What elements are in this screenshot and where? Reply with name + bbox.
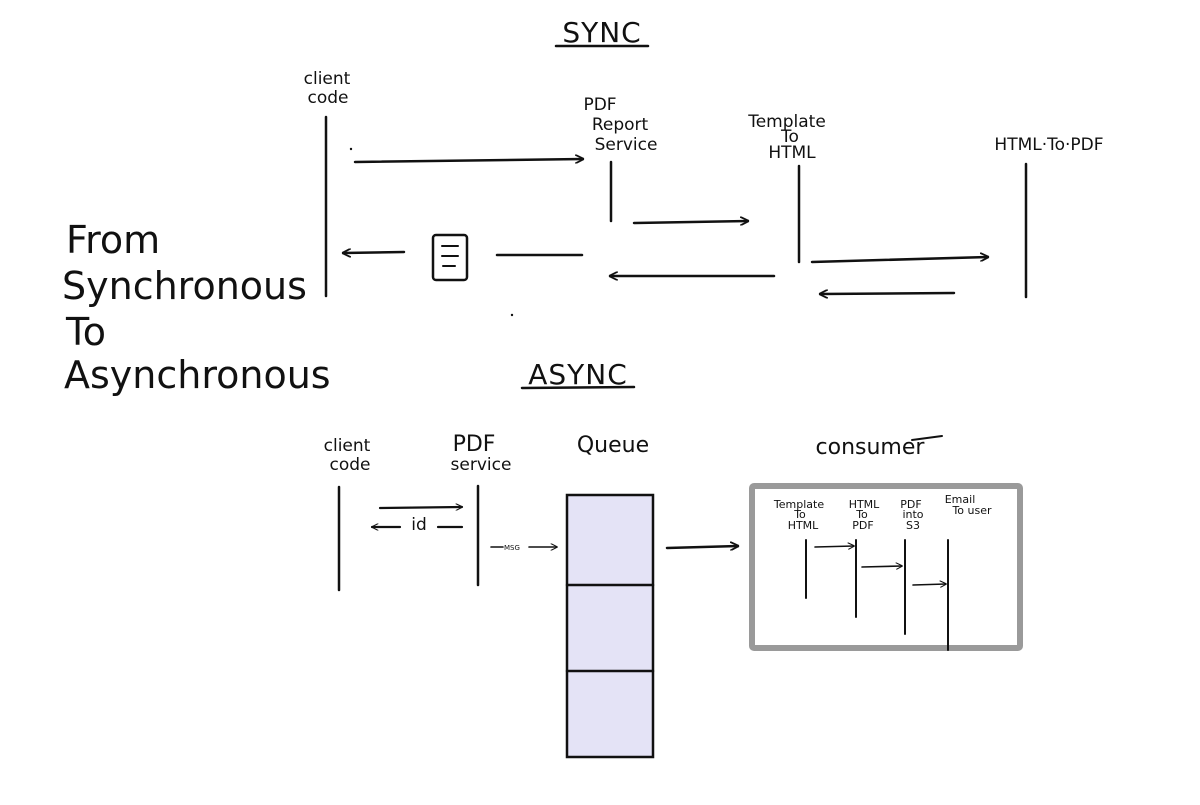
- async-arrow-client-to-service: [378, 507, 464, 508]
- async-arrow-queue-to-consumer: [665, 546, 740, 548]
- consumer-label: consumer: [816, 435, 926, 460]
- svg-text:PDF: PDF: [900, 498, 921, 511]
- svg-text:code: code: [308, 88, 349, 108]
- async-client-code-label: client code: [324, 436, 371, 475]
- svg-text:Asynchronous: Asynchronous: [64, 353, 331, 397]
- sync-pdf-report-service-label: PDF Report Service: [583, 95, 657, 155]
- async-title: ASYNC: [528, 358, 628, 391]
- async-msg-label: MSG: [504, 544, 520, 552]
- async-section: ASYNC client code PDF service id MSG Que…: [324, 358, 1023, 759]
- side-title: From Synchronous To Asynchronous: [62, 218, 331, 397]
- sync-client-code-label: client code: [304, 69, 351, 108]
- async-id-label: id: [411, 515, 427, 535]
- svg-text:PDF: PDF: [852, 519, 873, 532]
- svg-text:Template: Template: [773, 498, 824, 511]
- sync-html-to-pdf-label: HTML·To·PDF: [994, 135, 1103, 155]
- sync-arrow-client-to-service: [353, 159, 585, 162]
- consumer-arrow-3: [912, 584, 946, 585]
- svg-text:Template: Template: [747, 112, 826, 132]
- svg-text:From: From: [66, 218, 160, 262]
- svg-text:Report: Report: [592, 115, 649, 135]
- svg-text:code: code: [330, 455, 371, 475]
- sync-arrow-return-to-client: [341, 252, 406, 253]
- svg-text:HTML: HTML: [768, 143, 816, 163]
- queue-box: [565, 493, 655, 759]
- svg-text:HTML: HTML: [849, 498, 880, 511]
- svg-text:client: client: [324, 436, 371, 456]
- consumer-box: Template To HTML HTML To PDF PDF into S3…: [749, 483, 1023, 651]
- consumer-label-flourish: [911, 435, 943, 441]
- svg-text:To user: To user: [951, 504, 992, 517]
- sync-template-to-html-label: Template To HTML: [747, 112, 826, 163]
- svg-text:Email: Email: [945, 493, 976, 506]
- svg-text:Service: Service: [595, 135, 658, 155]
- consumer-template-to-html-label: Template To HTML: [773, 498, 824, 532]
- svg-text:To: To: [65, 310, 106, 354]
- svg-text:PDF: PDF: [583, 95, 616, 115]
- svg-text:service: service: [451, 455, 512, 475]
- consumer-arrow-2: [861, 566, 903, 567]
- svg-text:into: into: [902, 508, 923, 521]
- svg-text:To: To: [855, 508, 868, 521]
- consumer-arrow-1: [814, 546, 855, 547]
- document-icon: [431, 233, 469, 282]
- sync-title: SYNC: [562, 16, 641, 49]
- svg-text:S3: S3: [906, 519, 920, 532]
- svg-text:To: To: [793, 508, 806, 521]
- async-pdf-service-label: PDF service: [451, 432, 512, 475]
- consumer-html-to-pdf-label: HTML To PDF: [849, 498, 880, 532]
- svg-text:Synchronous: Synchronous: [62, 264, 307, 308]
- sync-section: SYNC client code PDF Report Service Temp…: [304, 16, 1104, 317]
- svg-text:HTML: HTML: [788, 519, 819, 532]
- sync-arrow-html-to-pdf-to-template: [818, 293, 956, 294]
- svg-text:To: To: [780, 127, 799, 147]
- stray-dot: [349, 147, 353, 151]
- consumer-email-to-user-label: Email To user: [945, 493, 992, 517]
- queue-label: Queue: [577, 433, 649, 458]
- svg-text:PDF: PDF: [453, 432, 496, 457]
- svg-text:client: client: [304, 69, 351, 89]
- consumer-pdf-into-s3-label: PDF into S3: [900, 498, 924, 532]
- sync-arrow-template-to-html-to-pdf: [810, 257, 990, 264]
- sync-arrow-service-to-template: [632, 221, 750, 223]
- async-title-underline: [520, 385, 636, 390]
- stray-dot: [510, 313, 514, 317]
